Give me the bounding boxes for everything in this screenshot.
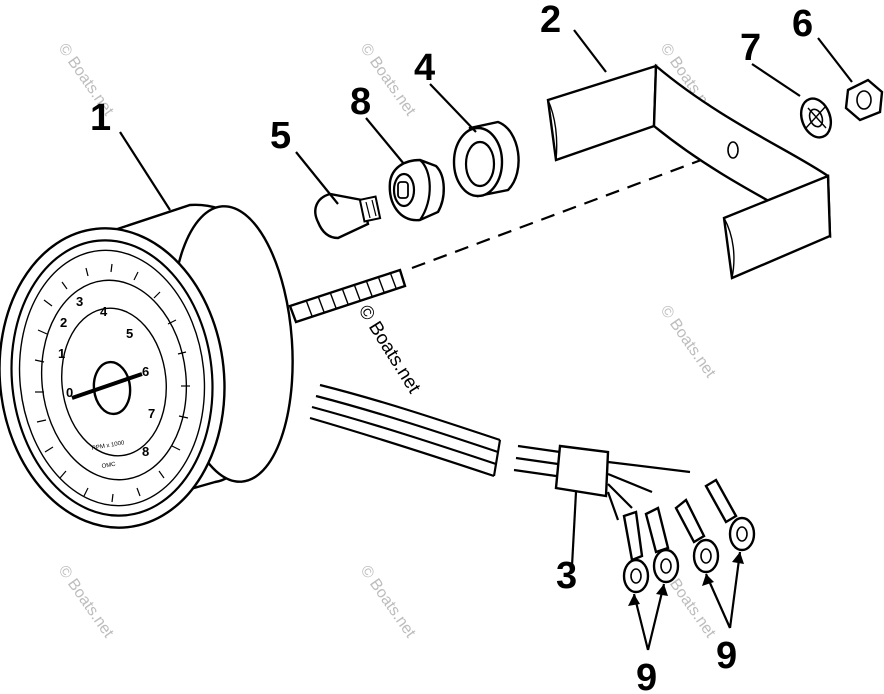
wire-connector-part <box>513 444 691 521</box>
dial-number: 3 <box>76 294 83 309</box>
watermark-faint: © Boats.net <box>657 303 719 382</box>
tachometer-gauge: 0 1 2 3 4 5 6 7 8 RPM x 1000 OMC <box>0 203 502 529</box>
dial-needle <box>71 372 143 400</box>
callout-9: 9 <box>716 635 737 677</box>
dial-number: 8 <box>142 444 149 459</box>
dial-number: 1 <box>58 346 65 361</box>
callout-1: 1 <box>90 97 111 139</box>
callout-7: 7 <box>740 27 761 69</box>
callout-6: 6 <box>792 3 813 45</box>
callout-2: 2 <box>540 0 561 41</box>
dial-number: 0 <box>66 385 73 400</box>
dial-number: 2 <box>60 315 67 330</box>
leader-arrowheads <box>628 552 744 606</box>
leader-lines <box>119 29 853 651</box>
callout-4: 4 <box>414 47 435 89</box>
bulb-part <box>314 192 382 240</box>
assembly-dash-line <box>411 148 729 270</box>
dial-ticks <box>34 263 190 503</box>
grommet-part <box>452 120 520 198</box>
callout-3: 3 <box>556 555 577 597</box>
nut-part <box>844 78 884 122</box>
dial-number: 6 <box>142 364 149 379</box>
dial-number: 4 <box>100 304 108 319</box>
watermark-faint: © Boats.net <box>357 563 419 642</box>
ring-terminals <box>622 478 756 594</box>
dial-number: 5 <box>126 326 133 341</box>
dial-units-label: RPM x 1000 <box>91 440 125 452</box>
gauge-cable <box>309 383 502 478</box>
callout-5: 5 <box>270 115 291 157</box>
callout-8: 8 <box>350 81 371 123</box>
dial-brand-label: OMC <box>101 462 116 470</box>
watermark-main: © Boats.net <box>354 302 425 398</box>
threaded-stud <box>288 268 407 324</box>
dial-number: 7 <box>148 406 155 421</box>
bulb-socket-part <box>388 158 445 222</box>
watermark-faint: © Boats.net <box>55 563 117 642</box>
mounting-bracket-part <box>546 63 832 280</box>
lock-washer-part <box>799 97 833 139</box>
callout-9: 9 <box>636 657 657 694</box>
callout-labels: 1 2 3 4 5 6 7 8 9 9 <box>90 0 813 694</box>
